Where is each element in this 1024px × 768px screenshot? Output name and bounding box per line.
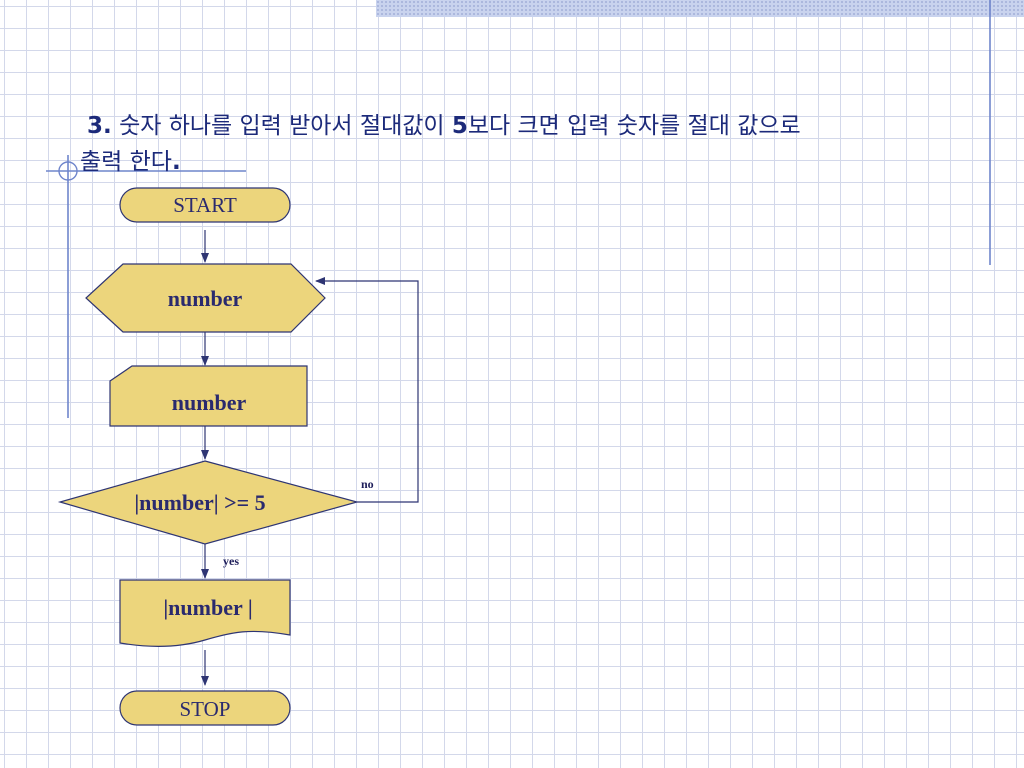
no-label: no (361, 477, 374, 491)
title-highlight: 5 (451, 113, 468, 139)
title-number: 3. (87, 113, 112, 139)
stop-label: STOP (180, 697, 231, 721)
rule-junction-circle (58, 161, 78, 181)
title-text-part3: 출력 한다 (80, 149, 172, 175)
decision-diamond (57, 460, 360, 545)
manual-input-shape (109, 365, 308, 427)
connector-no-loop (315, 277, 419, 503)
start-terminator (119, 187, 291, 223)
input-hexagon (85, 263, 326, 333)
top-decor-band (376, 0, 1024, 17)
title-text-part1: 숫자 하나를 입력 받아서 절대값이 (119, 113, 445, 139)
manual-input-label: number (172, 390, 247, 415)
yes-label: yes (223, 554, 239, 568)
start-label: START (173, 193, 237, 217)
input-label: number (168, 286, 243, 311)
decision-label: |number| >= 5 (134, 490, 265, 515)
output-document (119, 579, 291, 648)
title-period: . (171, 149, 181, 175)
output-label: |number | (163, 595, 252, 620)
title-text-part2: 보다 크면 입력 숫자를 절대 값으로 (467, 113, 801, 139)
stop-terminator (119, 690, 291, 726)
slide-title: 3. 숫자 하나를 입력 받아서 절대값이 5보다 크면 입력 숫자를 절대 값… (80, 108, 940, 180)
